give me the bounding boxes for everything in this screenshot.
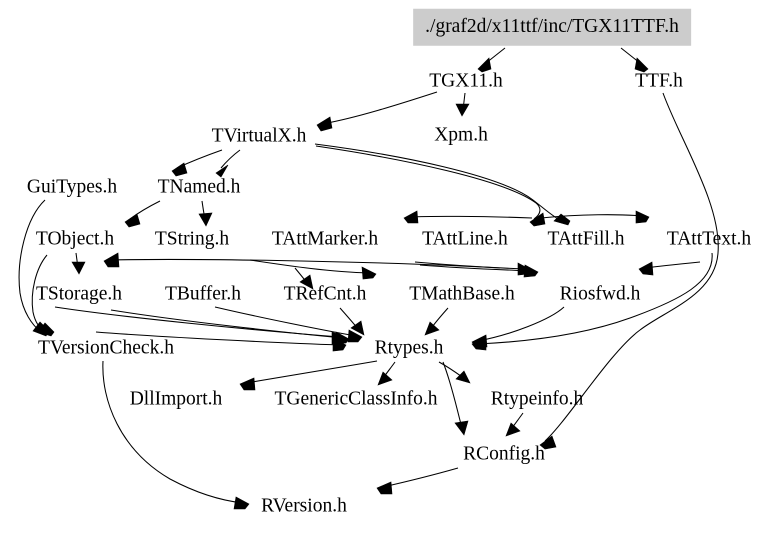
edge-tvirtualx-to-tnamed	[215, 149, 241, 178]
node-tattfill[interactable]: TAttFill.h	[547, 228, 625, 250]
node-dllimport[interactable]: DllImport.h	[129, 388, 223, 410]
edge-tnamed-to-tobject	[124, 200, 161, 228]
edge-tnamed-to-tstring	[198, 200, 213, 227]
node-tstring[interactable]: TString.h	[154, 228, 230, 250]
node-guitypes[interactable]: GuiTypes.h	[26, 176, 118, 198]
node-tatttext[interactable]: TAttText.h	[666, 228, 752, 250]
edge-tatttext-to-rtypes	[638, 261, 701, 276]
node-tvirtualx[interactable]: TVirtualX.h	[211, 125, 307, 147]
edge-tstorage-to-rtypes	[95, 331, 347, 352]
edge-root-to-ttf	[620, 47, 649, 73]
node-tmathbase[interactable]: TMathBase.h	[409, 283, 515, 305]
node-ttf[interactable]: TTF.h	[635, 70, 683, 92]
node-rtypes[interactable]: Rtypes.h	[374, 337, 444, 359]
node-xpm[interactable]: Xpm.h	[434, 124, 488, 146]
node-rconfig[interactable]: RConfig.h	[463, 443, 545, 465]
edge-tmathbase-to-rtypes	[424, 307, 449, 336]
edge-root-to-tgx11	[477, 47, 506, 73]
edge-rtypeinfo-to-rconfig	[505, 412, 524, 437]
edge-tobject-to-tstorage	[71, 252, 86, 275]
edge-tstring-to-trefcnt	[294, 267, 314, 290]
edge-tobject-to-tversioncheck	[31, 254, 55, 337]
node-trefcnt[interactable]: TRefCnt.h	[283, 283, 367, 305]
edge-rtypes-to-rtypeinfo	[438, 361, 471, 384]
edge-rtypes-to-dllimport	[239, 360, 378, 391]
edge-trefcnt-to-rtypes	[339, 307, 365, 336]
edge-tbuffer-to-rtypes	[214, 306, 363, 343]
edge-tgx11-to-xpm	[455, 92, 470, 117]
edge-right-curve-to-rtypes	[471, 252, 713, 351]
edge-tvirtualx-to-tattline	[315, 145, 546, 227]
node-rtypeinfo[interactable]: Rtypeinfo.h	[490, 388, 584, 410]
edge-tattmarker-to-tobject	[103, 252, 501, 269]
edge-ttf-to-rconfig	[539, 92, 719, 450]
edge-tattmarker-to-rtypes	[249, 259, 377, 280]
edge-rtypes-to-tgenericclassinfo	[377, 361, 396, 386]
edge-tvirtualx-to-guitypes	[171, 149, 223, 177]
node-tstorage[interactable]: TStorage.h	[35, 283, 123, 305]
node-tgx11[interactable]: TGX11.h	[429, 70, 503, 92]
node-tattmarker[interactable]: TAttMarker.h	[271, 228, 379, 250]
edge-tgx11-to-tvirtualx	[316, 91, 438, 132]
edge-rtypes-to-rconfig	[442, 361, 469, 436]
edge-tvirtualx-to-tatttext	[540, 210, 650, 224]
node-tgenericclassinfo[interactable]: TGenericClassInfo.h	[274, 388, 438, 410]
edge-tvirtualx-to-tattmarker	[403, 210, 533, 224]
node-tnamed[interactable]: TNamed.h	[157, 176, 241, 198]
node-tversioncheck[interactable]: TVersionCheck.h	[38, 337, 174, 359]
edge-tattfill-to-rtypes	[419, 264, 539, 278]
edge-rconfig-to-rversion	[376, 467, 459, 495]
node-root[interactable]: ./graf2d/x11ttf/inc/TGX11TTF.h	[413, 8, 691, 46]
node-tobject[interactable]: TObject.h	[35, 228, 115, 250]
node-tbuffer[interactable]: TBuffer.h	[164, 283, 242, 305]
edge-tvirtualx-to-tattfill	[314, 143, 571, 226]
node-tattline[interactable]: TAttLine.h	[422, 228, 508, 250]
edge-tversioncheck-to-rversion	[102, 360, 250, 510]
node-riosfwd[interactable]: Riosfwd.h	[559, 283, 641, 305]
node-rversion[interactable]: RVersion.h	[261, 495, 347, 517]
